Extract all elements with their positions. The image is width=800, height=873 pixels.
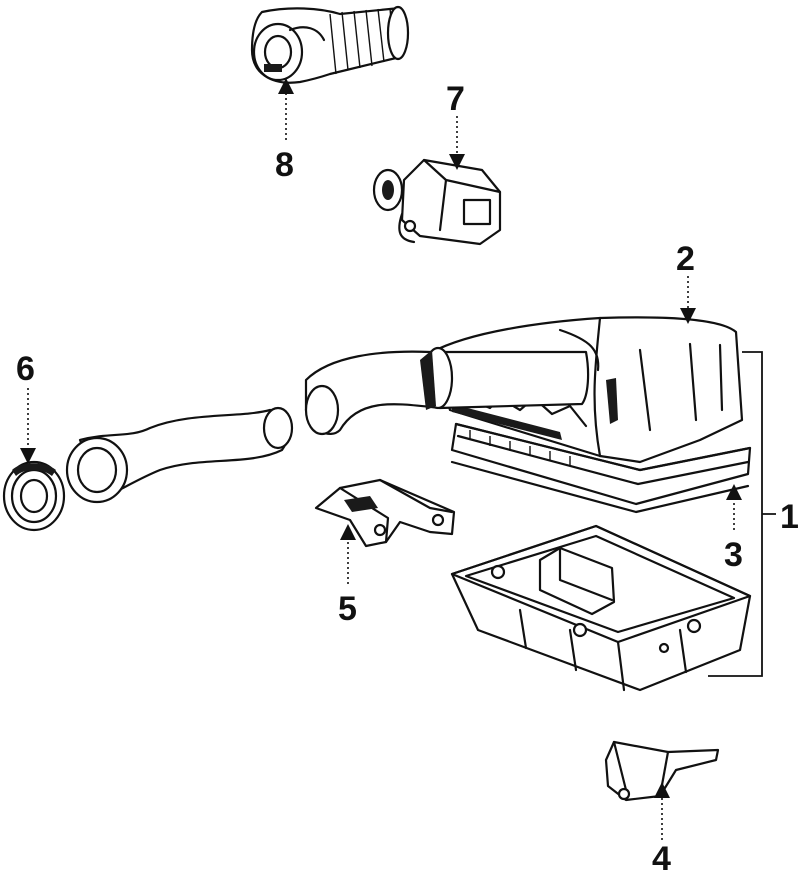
callout-7: 7 [446, 80, 465, 118]
intake-hose-upper [304, 346, 590, 436]
callout-1: 1 [780, 498, 799, 536]
part-8-bellows-duct [250, 5, 410, 84]
assembly-bracket [708, 351, 776, 677]
part-3-air-filter [450, 422, 752, 514]
callout-5: 5 [338, 590, 357, 628]
intake-hose-left [65, 406, 294, 504]
part-1-lower-housing [450, 524, 752, 692]
callout-2: 2 [676, 240, 695, 278]
callout-6: 6 [16, 350, 35, 388]
part-6-grommet [2, 460, 66, 532]
part-4-support-bracket [604, 740, 720, 802]
callout-4: 4 [652, 840, 671, 873]
part-7-air-flow-meter [372, 158, 502, 246]
callout-8: 8 [275, 146, 294, 184]
leader-lines [20, 78, 742, 840]
callout-3: 3 [724, 536, 743, 574]
part-5-bracket [314, 478, 456, 548]
